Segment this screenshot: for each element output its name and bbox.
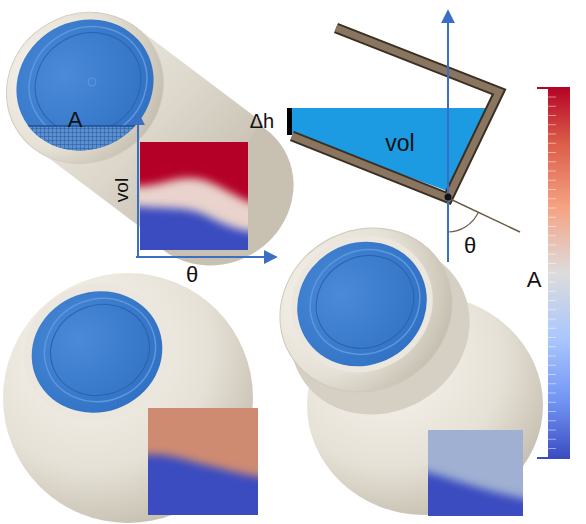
color-bar-tick (548, 448, 556, 449)
color-bar-tick (548, 217, 556, 218)
axis-arrow (137, 114, 139, 258)
cylinder-container (0, 0, 321, 294)
bottle-container (250, 197, 543, 515)
color-bar-tick (548, 143, 556, 144)
height-bar (287, 108, 292, 135)
heatmap-inset (148, 408, 258, 515)
angle-line (448, 198, 520, 232)
color-bar-tick (548, 254, 556, 255)
color-bar-tick (548, 346, 556, 347)
disk-center (88, 78, 96, 86)
color-bar-tick (548, 124, 556, 125)
color-bar-tick (548, 291, 556, 292)
pivot-point (445, 194, 452, 201)
container-wall (292, 28, 499, 198)
color-bar-min-tick (537, 457, 570, 459)
color-bar-tick (548, 161, 556, 162)
disk-ring (30, 283, 170, 417)
area-label: A (68, 109, 83, 131)
color-bar-tick (548, 356, 556, 357)
disk-ring (38, 291, 163, 410)
vertical-axis (447, 12, 449, 262)
liquid-disk (14, 273, 179, 431)
area-boundary (0, 125, 200, 127)
dimension-label: Δh (250, 111, 274, 131)
heatmap-high (140, 142, 248, 205)
color-bar-tick (548, 134, 556, 135)
bottle-neck-ring (250, 197, 482, 424)
color-bar-tick (548, 106, 556, 107)
color-bar-tick (548, 402, 556, 403)
color-bar-tick (548, 309, 556, 310)
axis-label: vol (112, 178, 131, 202)
heatmap-low (148, 454, 258, 515)
color-bar-tick (548, 97, 556, 98)
color-bar-tick (548, 208, 556, 209)
color-bar-tick (548, 411, 556, 412)
disk-ring (291, 230, 439, 374)
color-bar-tick (548, 420, 556, 421)
disk-ring (299, 238, 431, 366)
liquid-disk (274, 218, 449, 390)
color-bar-tick (548, 365, 556, 366)
axis-label: θ (186, 264, 198, 286)
color-bar-tick (548, 226, 556, 227)
color-bar-tick (548, 263, 556, 264)
heatmap-low (140, 205, 248, 250)
heatmap-low (428, 470, 523, 516)
bottle-rim (266, 210, 458, 398)
color-bar-tick (548, 171, 556, 172)
color-bar-tick (548, 180, 556, 181)
color-bar-tick (548, 430, 556, 431)
angle-label: θ (464, 235, 476, 257)
color-bar-tick (548, 383, 556, 384)
color-bar-tick (548, 152, 556, 153)
axis-arrow (136, 256, 275, 258)
color-bar-tick (548, 439, 556, 440)
heatmap-inset (140, 142, 248, 250)
color-bar-ticks (548, 97, 556, 458)
container-wall-outline (292, 28, 499, 198)
color-bar-tick (548, 115, 556, 116)
color-bar-tick (548, 319, 556, 320)
color-bar-tick (548, 282, 556, 283)
color-bar-max-tick (537, 87, 570, 89)
color-bar-tick (548, 272, 556, 273)
tilted-container-schematic (287, 12, 520, 262)
color-bar-tick (548, 337, 556, 338)
color-bar-tick (548, 374, 556, 375)
color-bar-tick (548, 235, 556, 236)
heatmap-inset (428, 430, 523, 516)
color-bar-tick (548, 198, 556, 199)
color-bar-label: A (527, 269, 542, 291)
angle-arc (448, 213, 478, 232)
color-bar-tick (548, 328, 556, 329)
volume-label: vol (385, 132, 414, 155)
color-bar-tick (548, 393, 556, 394)
color-bar-tick (548, 300, 556, 301)
color-bar-gradient (548, 88, 570, 458)
color-bar-tick (548, 245, 556, 246)
color-bar-tick (548, 189, 556, 190)
